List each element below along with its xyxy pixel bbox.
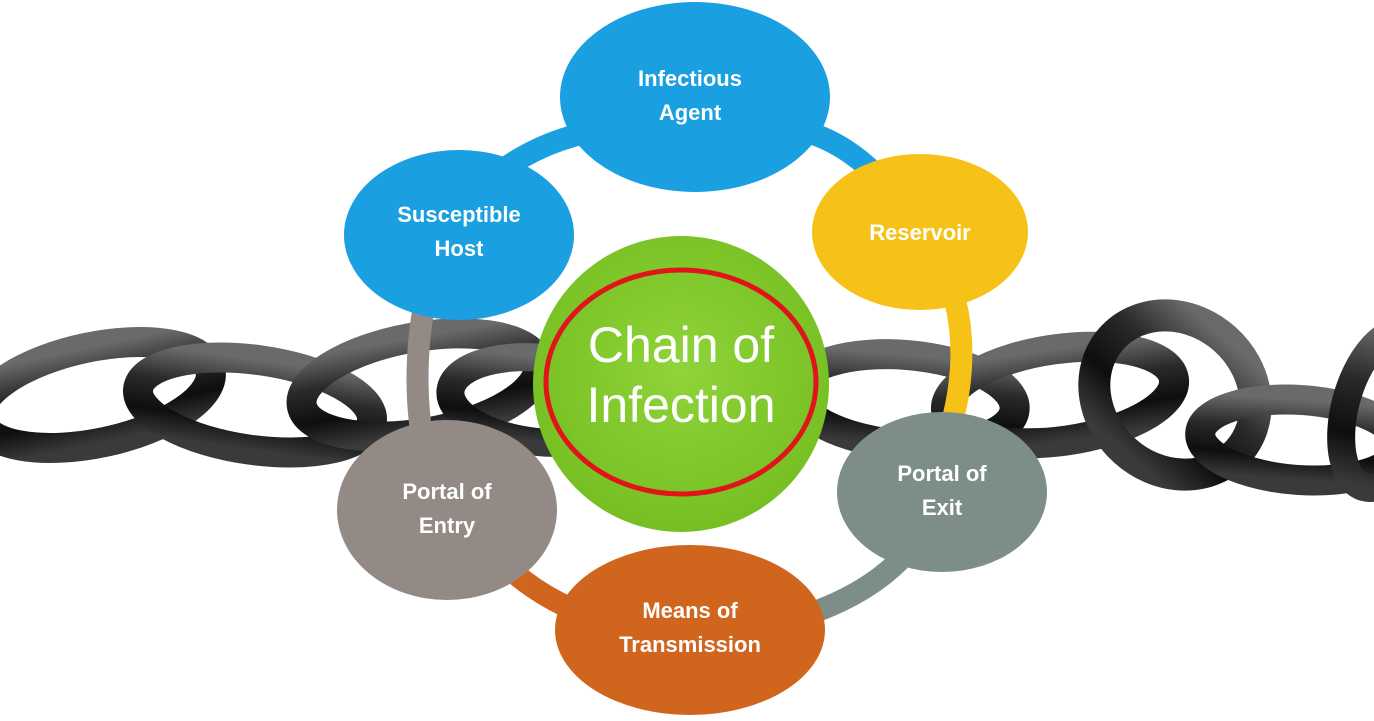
node-portal-of-entry: Portal of Entry xyxy=(337,420,557,600)
chain-link-right-4 xyxy=(1185,384,1374,496)
center-red-ring xyxy=(543,267,819,497)
node-infectious-agent-line1: Infectious xyxy=(638,66,742,91)
center-circle: Chain of Infection xyxy=(533,236,829,532)
node-infectious-agent-line2: Agent xyxy=(659,100,722,125)
node-reservoir-line1: Reservoir xyxy=(869,220,971,245)
node-portal-of-entry-line2: Entry xyxy=(419,513,476,538)
center-circle-fill xyxy=(533,236,829,532)
node-portal-of-entry-line1: Portal of xyxy=(402,479,492,504)
chain-link-left-2 xyxy=(122,342,388,468)
node-reservoir: Reservoir xyxy=(812,154,1028,310)
center-title-line2: Infection xyxy=(586,377,775,433)
arc-reservoir-to-exit xyxy=(939,297,973,434)
node-susceptible-host-line2: Host xyxy=(435,236,485,261)
center-title-line1: Chain of xyxy=(588,317,774,373)
node-susceptible-host: Susceptible Host xyxy=(344,150,574,320)
node-portal-of-exit-line2: Exit xyxy=(922,495,963,520)
node-portal-of-exit: Portal of Exit xyxy=(837,412,1047,572)
chain-link-right-5 xyxy=(1327,318,1374,502)
node-means-of-transmission-line2: Transmission xyxy=(619,632,761,657)
node-means-of-transmission-line1: Means of xyxy=(642,598,738,623)
node-means-of-transmission: Means of Transmission xyxy=(555,545,825,715)
node-portal-of-exit-line1: Portal of xyxy=(897,461,987,486)
node-infectious-agent: Infectious Agent xyxy=(560,2,830,192)
node-susceptible-host-line1: Susceptible xyxy=(397,202,520,227)
